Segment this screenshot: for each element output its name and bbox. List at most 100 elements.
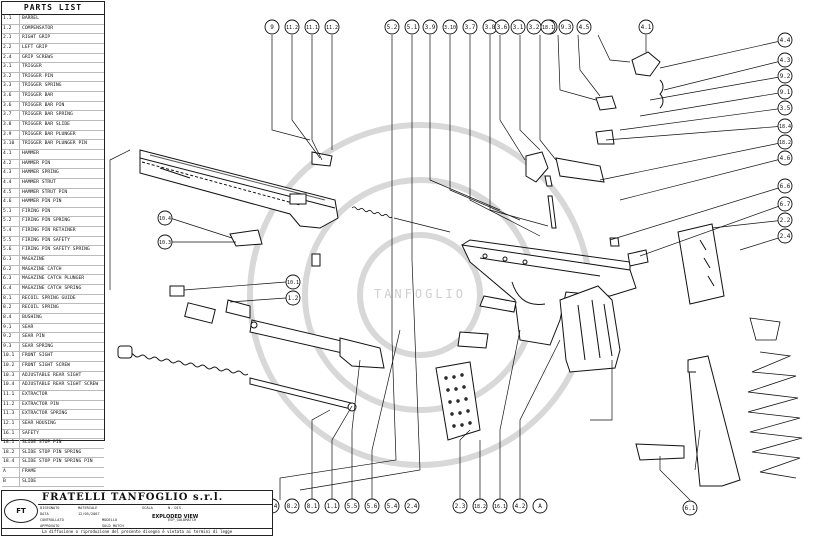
callout-5-4: 5.4 — [384, 498, 400, 514]
part-name: TRIGGER BAR SLIDE — [22, 122, 70, 128]
callout-4-3: 4.3 — [777, 52, 793, 68]
svg-text:10.1: 10.1 — [287, 280, 299, 286]
magazine-part — [635, 355, 741, 487]
svg-text:10.4: 10.4 — [159, 216, 171, 222]
callout-A: A — [532, 498, 548, 514]
svg-text:6.6: 6.6 — [780, 183, 791, 190]
part-name: MAGAZINE CATCH SPRING — [22, 285, 82, 291]
hammer-group-parts — [525, 51, 664, 267]
callout-10-1: 10.1 — [285, 274, 301, 290]
part-number: 3.3 — [2, 82, 20, 92]
misc-small-parts — [169, 151, 517, 349]
part-number: 8.4 — [2, 313, 20, 323]
callout-9: 9 — [264, 19, 280, 35]
svg-text:3.2: 3.2 — [529, 24, 540, 31]
part-number: 10.3 — [2, 371, 20, 381]
callout-4-1: 4.1 — [638, 19, 654, 35]
part-number: 3.6 — [2, 92, 20, 101]
part-number: 12.1 — [2, 419, 20, 429]
part-number: 10.2 — [2, 362, 20, 371]
svg-text:5.4: 5.4 — [387, 503, 398, 510]
part-name: HAMMER STRUT PIN — [22, 189, 68, 195]
callout-3-9: 3.9 — [422, 19, 438, 35]
part-number: 9.1 — [2, 323, 20, 333]
part-number: 5.1 — [2, 207, 20, 217]
svg-text:A: A — [538, 503, 542, 510]
callout-1-1: 1.1 — [324, 498, 340, 514]
part-number: 5.5 — [2, 236, 20, 246]
callout-11-2: 11.2 — [284, 19, 300, 35]
callout-18-2: 18.2 — [472, 498, 488, 514]
watermark-text: TANFOGLIO — [374, 287, 466, 301]
part-number: 18.4 — [2, 458, 20, 468]
part-name: FRAME — [22, 469, 37, 475]
callout-10-3: 10.3 — [157, 234, 173, 250]
title-block-footer: La diffusione o riproduzione del present… — [2, 528, 272, 535]
part-name: SEAR SPRING — [22, 343, 54, 349]
barrel-part — [184, 299, 385, 369]
view-title: EXPLODED VIEW — [152, 514, 199, 520]
callout-3-8: 3.8 — [482, 19, 498, 35]
part-number: A — [2, 468, 20, 477]
part-name: SLIDE STOP PIN SPRING — [22, 449, 82, 455]
part-name: RECOIL SPRING GUIDE — [22, 295, 76, 301]
callout-11-2: 11.2 — [324, 19, 340, 35]
part-number: 1.2 — [2, 24, 20, 34]
part-name: TRIGGER BAR PLUNGER — [22, 131, 76, 137]
svg-text:11.1: 11.1 — [306, 25, 318, 31]
callout-3-2: 3.2 — [526, 19, 542, 35]
magazine-spring-part — [747, 317, 803, 479]
callout-18-4: 18.4 — [777, 118, 793, 134]
part-name: MAGAZINE CATCH — [22, 266, 62, 272]
part-name: SLIDE STOP PIN SPRING PIN — [22, 459, 93, 465]
part-number: 3.7 — [2, 111, 20, 121]
part-name: MAGAZINE CATCH PLUNGER — [22, 276, 85, 282]
part-name: COMPENSATOR — [22, 25, 54, 31]
part-name: SEAR PIN — [22, 334, 45, 340]
svg-text:10.3: 10.3 — [159, 240, 171, 246]
svg-text:18.1: 18.1 — [542, 25, 554, 31]
part-name: FIRING PIN SPRING — [22, 218, 70, 224]
svg-text:2.2: 2.2 — [780, 217, 791, 224]
title-block: FT FRATELLI TANFOGLIO s.r.l. DISEGNATO D… — [1, 490, 273, 536]
svg-text:9.1: 9.1 — [780, 89, 791, 96]
company-name: FRATELLI TANFOGLIO s.r.l. — [42, 492, 224, 503]
field-label: SCALA — [142, 506, 153, 510]
part-number: 10.4 — [2, 381, 20, 390]
part-name: HAMMER PIN — [22, 160, 51, 166]
svg-text:3.10: 3.10 — [444, 25, 456, 31]
part-number: 16.1 — [2, 429, 20, 439]
svg-text:3.8: 3.8 — [485, 24, 496, 31]
part-number: 9.3 — [2, 342, 20, 352]
part-number: 4.6 — [2, 198, 20, 207]
part-number: 3.2 — [2, 72, 20, 82]
part-name: FIRING PIN SAFETY — [22, 237, 70, 243]
svg-text:4.6: 4.6 — [780, 155, 791, 162]
part-number: 11.1 — [2, 390, 20, 400]
callout-1-2: 1.2 — [285, 290, 301, 306]
part-number: 4.2 — [2, 159, 20, 169]
